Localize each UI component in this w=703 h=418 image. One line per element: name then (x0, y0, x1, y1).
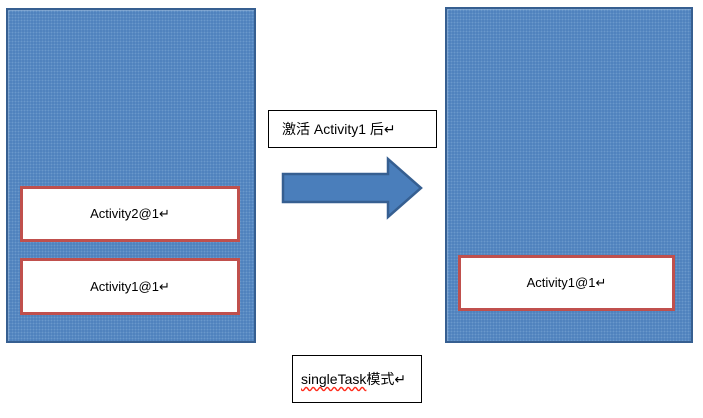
activity-box-activity1-before: Activity1@1↵ (20, 258, 240, 315)
caption-box: singleTask 模式↵ (292, 355, 422, 403)
activity-label: Activity1@1↵ (90, 278, 170, 294)
right-arrow-icon (281, 156, 423, 220)
caption-keyword: singleTask (301, 371, 367, 387)
caption-suffix: 模式↵ (366, 371, 407, 387)
activity-box-activity2: Activity2@1↵ (20, 186, 240, 242)
right-arrow-shape (281, 156, 423, 220)
activity-box-activity1-after: Activity1@1↵ (458, 255, 675, 311)
transition-label-box: 激活 Activity1 后↵ (268, 110, 437, 148)
activity-label: Activity1@1↵ (526, 275, 607, 290)
activity-label: Activity2@1↵ (90, 206, 170, 221)
transition-label: 激活 Activity1 后↵ (282, 121, 396, 137)
